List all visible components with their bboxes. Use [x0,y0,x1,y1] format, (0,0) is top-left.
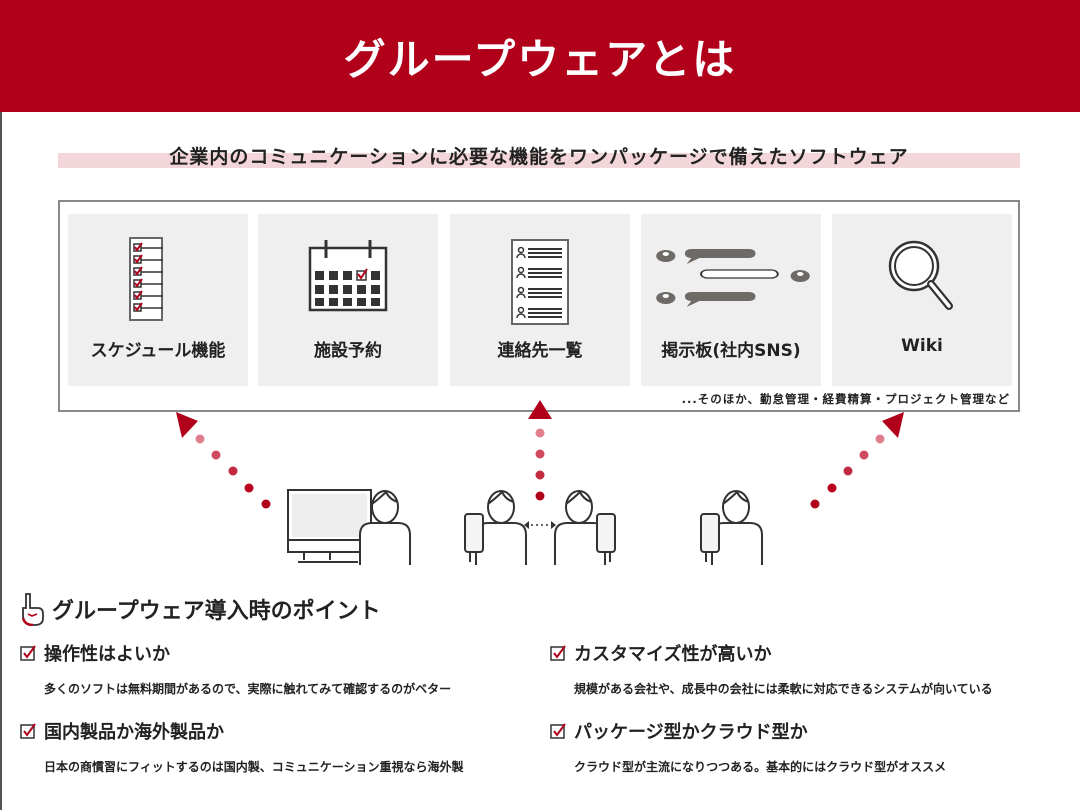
more-features-note: ...そのほか、勤怠管理・経費精算・プロジェクト管理など [677,391,1010,407]
point-title: 操作性はよいか [44,644,170,665]
feature-card-facility: 施設予約 [258,214,438,386]
magnifier-icon [888,240,953,310]
desktop-user [287,489,411,565]
points-heading: グループウェア導入時のポイント [52,599,381,624]
point-item: 国内製品か海外製品か日本の商慣習にフィットするのは国内製、コミュニケーション重視… [20,718,464,775]
checkbox-icon [20,645,36,661]
point-item: パッケージ型かクラウド型かクラウド型が主流になりつつある。基本的にはクラウド型が… [550,718,946,775]
point-item: 操作性はよいか多くのソフトは無料期間があるので、実際に触れてみて確認するのがベタ… [20,640,451,697]
contact-list-icon [511,239,569,325]
chat-icon [656,249,810,307]
point-desc: クラウド型が主流になりつつある。基本的にはクラウド型がオススメ [574,760,947,774]
subtitle: 企業内のコミュニケーションに必要な機能をワンパッケージで備えたソフトウェア [169,146,909,168]
points-section-heading: グループウェア導入時のポイント [20,592,381,626]
mobile-user-2 [554,490,616,565]
arrow-left-icon [176,412,198,438]
checkbox-icon [20,723,36,739]
mobile-user-1 [464,490,527,565]
mobile-user-3 [700,490,763,565]
feature-label: Wiki [901,336,943,356]
pointing-hand-icon [21,593,44,626]
point-desc: 多くのソフトは無料期間があるので、実際に触れてみて確認するのがベター [44,682,452,696]
page-title: グループウェアとは [343,34,737,84]
calendar-icon [308,240,388,312]
point-desc: 規模がある会社や、成長中の会社には柔軟に対応できるシステムが向いている [574,682,993,696]
checkbox-icon [550,723,566,739]
point-title: パッケージ型かクラウド型か [574,722,808,743]
arrow-right-icon [882,412,904,438]
users-illustration [176,400,904,565]
subtitle-highlight [58,153,1020,168]
feature-card-wiki: Wiki [832,214,1012,386]
point-title: カスタマイズ性が高いか [574,644,772,665]
exchange-arrow [524,521,556,529]
checkbox-icon [550,645,566,661]
feature-card-schedule: スケジュール機能 [68,214,248,386]
feature-label: 施設予約 [314,341,382,361]
feature-label: 連絡先一覧 [497,341,583,361]
checklist-icon [129,237,163,321]
frame-border [0,112,2,810]
feature-card-bbs: 掲示板(社内SNS) [641,214,821,386]
header-banner: グループウェアとは [0,0,1080,112]
point-item: カスタマイズ性が高いか規模がある会社や、成長中の会社には柔軟に対応できるシステム… [550,640,993,697]
arrow-up-icon [528,400,552,419]
point-desc: 日本の商慣習にフィットするのは国内製、コミュニケーション重視なら海外製 [44,760,464,774]
point-title: 国内製品か海外製品か [44,722,224,743]
feature-card-contacts: 連絡先一覧 [450,214,630,386]
feature-label: スケジュール機能 [90,341,226,361]
dotted-connector [195,428,885,509]
feature-label: 掲示板(社内SNS) [661,341,801,361]
